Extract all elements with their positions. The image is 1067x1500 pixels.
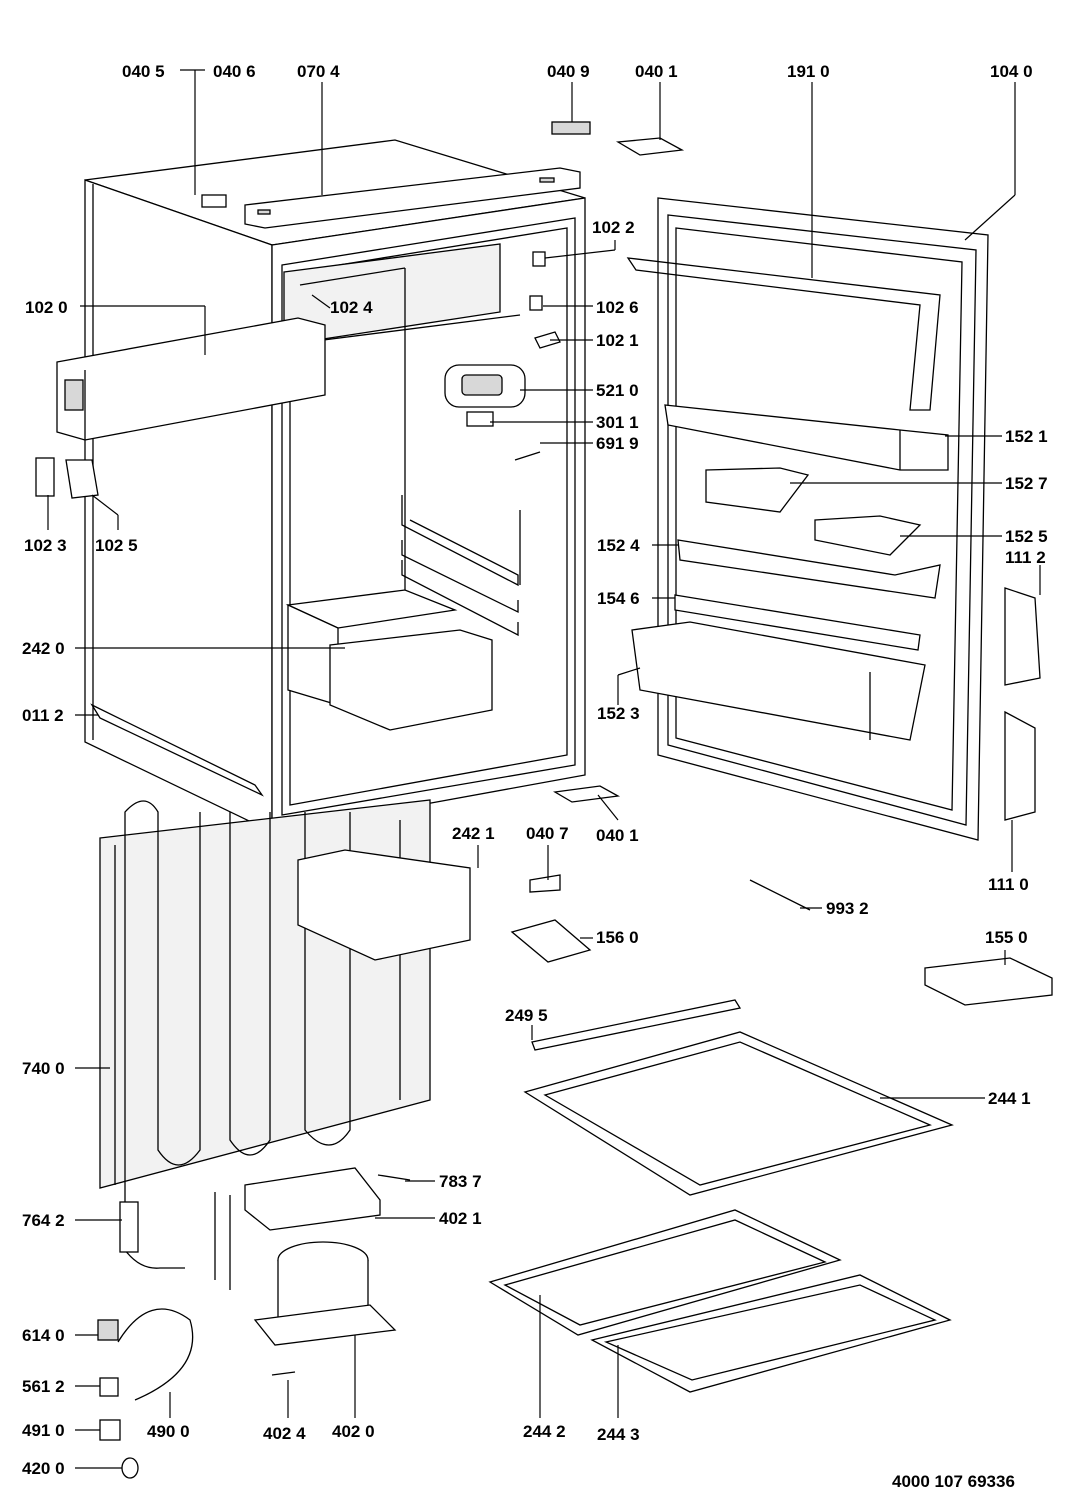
- drawer-part: [297, 849, 471, 961]
- door-assembly: [626, 197, 989, 841]
- part-label: 111 2: [1005, 548, 1046, 567]
- part-label: 102 6: [596, 298, 639, 317]
- part-label: 102 5: [95, 536, 138, 555]
- hinge-pin: [529, 874, 561, 893]
- part-label: 152 4: [597, 536, 640, 555]
- part-label: 152 7: [1005, 474, 1048, 493]
- part-label: 040 5: [122, 62, 165, 81]
- part-label: 102 4: [330, 298, 373, 317]
- hinge-parts: [35, 457, 99, 499]
- part-label: 244 2: [523, 1422, 566, 1441]
- part-label: 155 0: [985, 928, 1028, 947]
- part-label: 249 5: [505, 1006, 548, 1025]
- part-labels: 040 5 040 6 070 4 040 9 040 1 191 0 104 …: [22, 62, 1048, 1491]
- drier-part: [377, 1174, 411, 1181]
- bottom-rail: [90, 703, 264, 797]
- handle-part: [1004, 587, 1041, 686]
- part-label: 102 2: [592, 218, 635, 237]
- part-label: 040 1: [635, 62, 678, 81]
- leader-lines: [47, 69, 1041, 1469]
- egg-tray: [924, 957, 1053, 1006]
- part-label: 614 0: [22, 1326, 65, 1345]
- crisper-drawer: [329, 629, 493, 731]
- part-label: 154 6: [597, 589, 640, 608]
- part-label: 244 1: [988, 1089, 1031, 1108]
- top-cover-part: [56, 317, 326, 441]
- document-number: 4000 107 69336: [892, 1472, 1015, 1491]
- part-label: 070 4: [297, 62, 340, 81]
- ice-tray: [510, 919, 592, 963]
- part-label: 102 3: [24, 536, 67, 555]
- part-label: 152 5: [1005, 527, 1048, 546]
- part-label: 490 0: [147, 1422, 190, 1441]
- sensor-wire: [514, 451, 541, 461]
- cap-part: [121, 1457, 139, 1479]
- compressor-assembly: [214, 1167, 397, 1346]
- relay-part: [97, 1319, 119, 1341]
- part-label: 244 3: [597, 1425, 640, 1444]
- hinge-hardware: [529, 121, 685, 349]
- part-label: 402 4: [263, 1424, 306, 1443]
- part-label: 301 1: [596, 413, 639, 432]
- hinge-bracket: [553, 785, 621, 803]
- part-label: 011 2: [22, 706, 64, 725]
- part-label: 691 9: [596, 434, 639, 453]
- part-label: 156 0: [596, 928, 639, 947]
- part-label: 102 0: [25, 298, 68, 317]
- part-label: 561 2: [22, 1377, 65, 1396]
- part-label: 402 0: [332, 1422, 375, 1441]
- part-label: 993 2: [826, 899, 869, 918]
- part-label: 764 2: [22, 1211, 65, 1230]
- part-label: 420 0: [22, 1459, 65, 1478]
- sensor-part: [749, 879, 811, 911]
- clip-part: [271, 1371, 296, 1376]
- handle-part: [1004, 710, 1036, 821]
- glass-shelf-upper: [523, 999, 954, 1196]
- part-label: 521 0: [596, 381, 639, 400]
- part-label: 191 0: [787, 62, 830, 81]
- part-label: 104 0: [990, 62, 1033, 81]
- part-label: 242 0: [22, 639, 65, 658]
- part-label: 040 6: [213, 62, 256, 81]
- part-label: 040 7: [526, 824, 569, 843]
- glass-shelf-lower: [488, 1209, 952, 1393]
- capacitor-part: [99, 1377, 119, 1397]
- part-label: 491 0: [22, 1421, 65, 1440]
- cabinet-body: [84, 139, 586, 834]
- part-label: 040 9: [547, 62, 590, 81]
- part-label: 040 1: [596, 826, 639, 845]
- cover-part: [99, 1419, 121, 1441]
- thermostat-housing: [444, 364, 526, 408]
- power-cable: [117, 1308, 194, 1401]
- part-label: 783 7: [439, 1172, 482, 1191]
- part-label: 111 0: [988, 875, 1029, 894]
- part-label: 102 1: [596, 331, 639, 350]
- part-label: 152 1: [1005, 427, 1048, 446]
- filter-part: [119, 1201, 139, 1253]
- part-label: 402 1: [439, 1209, 482, 1228]
- part-label: 740 0: [22, 1059, 65, 1078]
- part-label: 242 1: [452, 824, 495, 843]
- part-label: 152 3: [597, 704, 640, 723]
- label-plate: [466, 411, 494, 427]
